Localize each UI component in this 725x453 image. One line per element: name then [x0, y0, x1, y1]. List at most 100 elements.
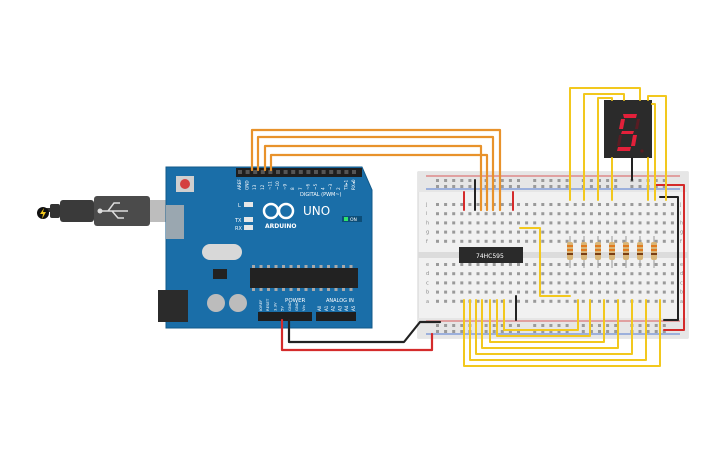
digital-pin-label: 7 — [298, 187, 303, 190]
uno-label: UNO — [303, 204, 330, 218]
row-letter-left: j — [425, 202, 427, 208]
resistor-band — [637, 249, 643, 251]
resistor-band — [637, 253, 643, 255]
led-l — [244, 202, 253, 207]
wire-yellow-b5 — [489, 299, 605, 343]
resistor-band — [567, 253, 573, 255]
row-letter-right: i — [680, 211, 681, 217]
wire-yellow-b3 — [475, 299, 633, 355]
resistor-band — [609, 253, 615, 255]
resistor-band — [609, 245, 615, 247]
row-letter-left: g — [426, 230, 429, 236]
wire-yellow-d3 — [597, 97, 613, 201]
power-pin-label: Vin — [301, 304, 306, 311]
dc-jack — [158, 290, 188, 322]
wire-yellow-b6 — [496, 299, 591, 337]
led-rx-label: RX — [235, 226, 242, 232]
resistor-array — [567, 236, 657, 268]
wire-orange-4 — [269, 153, 489, 212]
seven-segment-display: 5 — [604, 100, 652, 158]
wire-yellow-d5 — [647, 95, 667, 201]
display-digit: 5 — [622, 149, 623, 151]
power-header — [258, 312, 312, 321]
chip-label: 74HC595 — [476, 253, 504, 260]
digital-pin-label: TX▸1 — [343, 179, 348, 191]
resistor-band — [581, 249, 587, 251]
resistor-band — [595, 249, 601, 251]
wire-yellow-d1 — [569, 87, 641, 201]
digital-pin-label: ~5 — [313, 183, 318, 190]
resistor-band — [623, 253, 629, 255]
analog-header — [316, 312, 356, 321]
atmega-chip — [250, 268, 358, 288]
resistor-band — [581, 245, 587, 247]
resistor-band — [651, 249, 657, 251]
row-letter-right: f — [680, 239, 682, 245]
row-letter-right: e — [680, 262, 683, 268]
row-letter-left: b — [426, 290, 429, 296]
analog-pin-label: A4 — [344, 305, 349, 311]
digital-pin-label: ~10 — [275, 181, 280, 190]
row-letter-left: d — [426, 271, 429, 277]
power-pin-label: 3.3V — [272, 302, 277, 311]
wire-yellow-b7 — [503, 299, 579, 331]
resistor-band — [609, 249, 615, 251]
resistor-band — [595, 245, 601, 247]
row-letter-left: c — [426, 280, 429, 286]
row-letter-right: g — [680, 230, 683, 236]
regulator — [213, 269, 227, 279]
digital-pin-label: ~6 — [305, 183, 310, 190]
analog-pin-label: A0 — [317, 305, 322, 311]
digital-pin-label: ~11 — [267, 181, 272, 190]
shift-register-chip: 74HC595 — [459, 247, 523, 263]
digital-pin-label: 13 — [252, 184, 257, 190]
analog-pin-label: A1 — [324, 305, 329, 311]
wire-yellow-b4 — [481, 299, 619, 349]
row-letter-right: b — [680, 290, 683, 296]
digital-pin-label: 12 — [260, 184, 265, 190]
analog-pin-label: A2 — [331, 305, 336, 311]
row-letter-left: f — [426, 239, 428, 245]
power-pin-label: 5V — [280, 306, 285, 311]
wire-yellow-b1 — [463, 299, 661, 367]
resistor-band — [637, 245, 643, 247]
resistor-band — [651, 245, 657, 247]
crystal — [202, 244, 242, 260]
power-pin-label: IOREF — [258, 300, 263, 311]
usb-cable — [37, 196, 170, 226]
usb-port — [166, 205, 184, 239]
wire-yellow-d2 — [583, 93, 625, 201]
row-letter-right: h — [680, 220, 683, 226]
usb-symbol-icon — [97, 202, 128, 219]
row-letter-left: i — [426, 211, 427, 217]
row-letter-right: d — [680, 271, 683, 277]
led-rx — [244, 225, 253, 230]
row-letter-right: a — [680, 299, 683, 305]
wire-orange-1 — [250, 128, 502, 212]
led-l-label: L — [238, 203, 241, 209]
lightning-icon — [37, 207, 49, 219]
digital-pin-label: 4 — [321, 187, 326, 190]
wires — [250, 87, 685, 367]
rail-black-right — [659, 196, 679, 321]
analog-pin-label: A3 — [337, 305, 342, 311]
digital-pin-label: AREF — [237, 179, 242, 190]
power-pin-label: GND — [294, 302, 299, 311]
analog-in-label: ANALOG IN — [326, 298, 354, 304]
digital-pin-label: GND — [245, 180, 250, 190]
row-letter-left: e — [426, 262, 429, 268]
wire-orange-2 — [256, 135, 495, 212]
capacitor-2 — [229, 294, 247, 312]
digital-pin-label: ~3 — [328, 183, 333, 190]
resistor-band — [595, 253, 601, 255]
resistor-band — [581, 253, 587, 255]
resistor-band — [567, 245, 573, 247]
resistor-band — [567, 249, 573, 251]
rail-red-right — [654, 184, 685, 331]
arduino-brand-label: ARDUINO — [265, 223, 296, 230]
resistor-band — [651, 253, 657, 255]
resistor-band — [623, 245, 629, 247]
led-tx — [244, 217, 253, 222]
infinity-logo-icon — [262, 202, 295, 220]
